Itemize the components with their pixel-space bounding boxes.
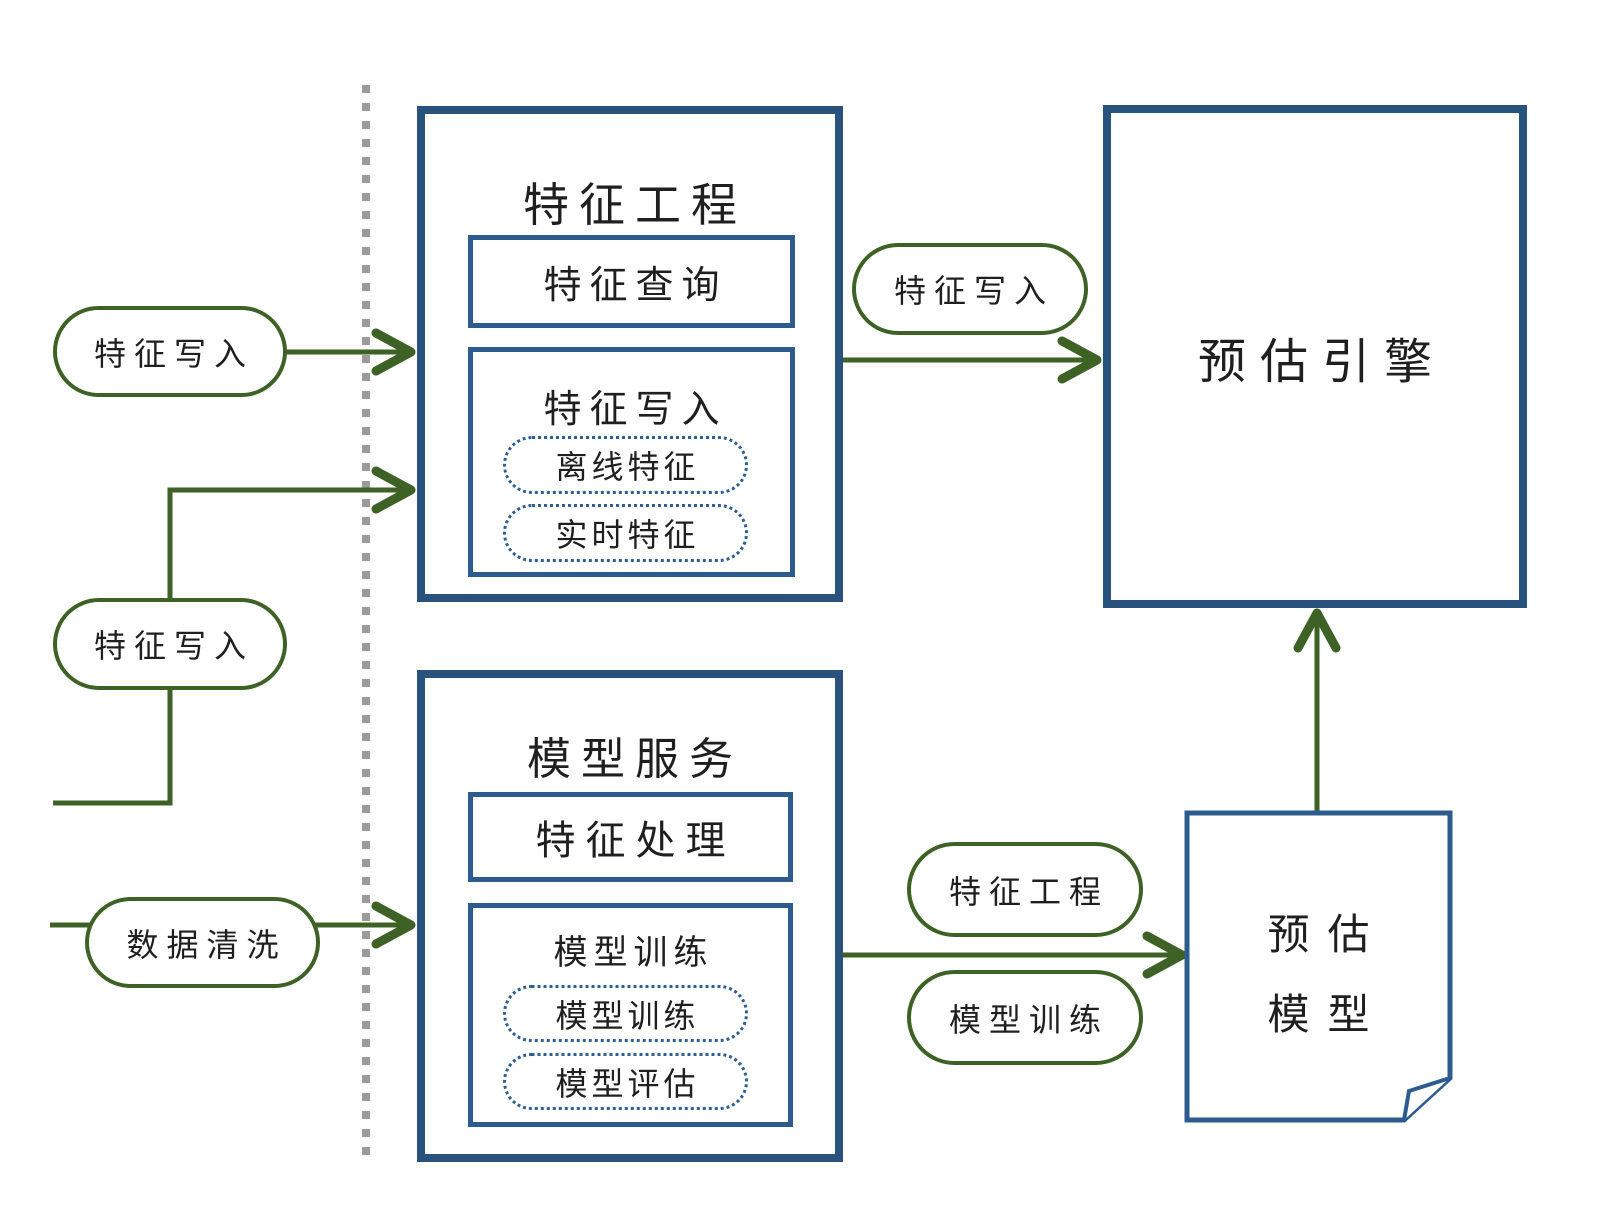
arrowhead-icon [371,466,416,514]
source-oval-feature-write-2: 特征写入 [53,598,287,690]
edge-featurewrite2-tail [53,688,173,806]
offline-features-pill: 离线特征 [503,436,748,494]
realtime-features-label: 实时特征 [555,516,700,554]
model-evaluation-pill: 模型评估 [503,1053,748,1110]
source-oval-data-cleaning: 数据清洗 [85,897,320,988]
arrowhead-icon [371,901,416,949]
edge-label-text: 特征写入 [893,272,1054,310]
source-oval-label: 特征写入 [93,334,254,373]
feature-query-label: 特征查询 [543,263,728,307]
feature-query-box: 特征查询 [468,235,795,328]
edge-label-oval-feature-engineering: 特征工程 [907,842,1143,937]
feature-processing-box: 特征处理 [468,792,793,882]
prediction-engine-box: 预估引擎 [1103,105,1527,608]
model-evaluation-label: 模型评估 [555,1064,700,1103]
source-oval-label: 数据清洗 [126,925,287,964]
prediction-engine-title: 预估引擎 [1197,333,1446,390]
model-training-box-title: 模型训练 [553,932,714,973]
arrowhead-icon [371,328,416,376]
model-training-pill: 模型训练 [503,985,748,1042]
edge-label-text: 特征工程 [948,872,1109,911]
arrowhead-icon [1293,608,1341,653]
offline-features-label: 离线特征 [555,448,700,486]
arrowhead-icon [1057,336,1102,384]
edge-featurewrite2-to-fe [167,487,404,600]
feature-engineering-title: 特征工程 [523,178,747,232]
prediction-model-title-line1: 预估 [1267,909,1388,959]
model-training-label: 模型训练 [555,996,700,1035]
arrowhead-icon [1142,931,1187,979]
feature-processing-label: 特征处理 [535,818,736,864]
feature-write-box-title: 特征写入 [543,386,728,431]
source-oval-label: 特征写入 [93,627,254,665]
edge-label-text: 模型训练 [948,1000,1109,1039]
prediction-model-title-line2: 模型 [1267,989,1388,1039]
edge-label-oval-model-training: 模型训练 [907,970,1143,1065]
edge-label-oval-feature-write: 特征写入 [852,243,1088,335]
model-service-title: 模型服务 [527,734,743,785]
dotted-separator-line [362,85,370,1163]
prediction-model-document-shape [1184,810,1453,1123]
realtime-features-pill: 实时特征 [503,504,748,562]
document-fold-corner-icon [1402,1076,1451,1121]
source-oval-feature-write-1: 特征写入 [53,306,287,397]
